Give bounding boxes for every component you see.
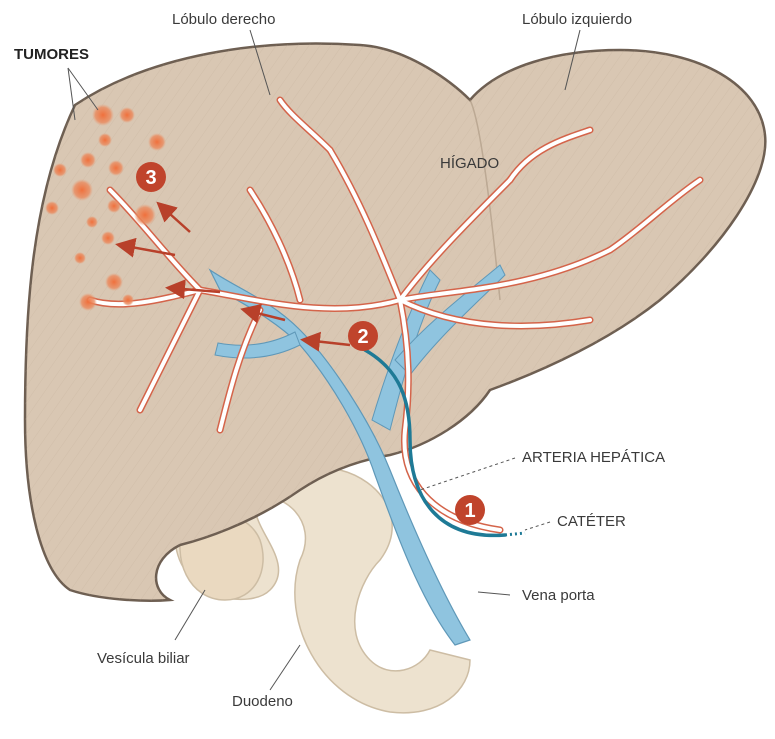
tumor — [53, 163, 67, 177]
svg-text:3: 3 — [145, 167, 156, 189]
tumor — [45, 201, 59, 215]
tumor — [107, 199, 121, 213]
label-hepatic-artery: ARTERIA HEPÁTICA — [522, 450, 665, 465]
tumor — [119, 107, 135, 123]
tumor — [74, 252, 86, 264]
tumor — [86, 216, 98, 228]
tumor — [79, 293, 97, 311]
tumor — [92, 104, 114, 126]
tumor — [101, 231, 115, 245]
tumor — [122, 294, 134, 306]
label-tumors: TUMORES — [14, 47, 89, 62]
tumor — [80, 152, 96, 168]
label-right-lobe: Lóbulo derecho — [172, 12, 275, 27]
svg-text:1: 1 — [464, 500, 475, 522]
tumor — [148, 133, 166, 151]
label-liver: HÍGADO — [440, 156, 499, 171]
label-portal-vein: Vena porta — [522, 588, 595, 603]
tumor — [134, 204, 156, 226]
tumor — [108, 160, 124, 176]
label-catheter: CATÉTER — [557, 514, 626, 529]
label-duodenum: Duodeno — [232, 694, 293, 709]
step-badge-3: 3 — [136, 162, 166, 192]
label-gallbladder: Vesícula biliar — [97, 651, 190, 666]
step-badge-1: 1 — [455, 495, 485, 525]
tumor — [71, 179, 93, 201]
tumor — [105, 273, 123, 291]
svg-text:2: 2 — [357, 326, 368, 348]
step-badge-2: 2 — [348, 321, 378, 351]
tumor — [98, 133, 112, 147]
label-left-lobe: Lóbulo izquierdo — [522, 12, 632, 27]
